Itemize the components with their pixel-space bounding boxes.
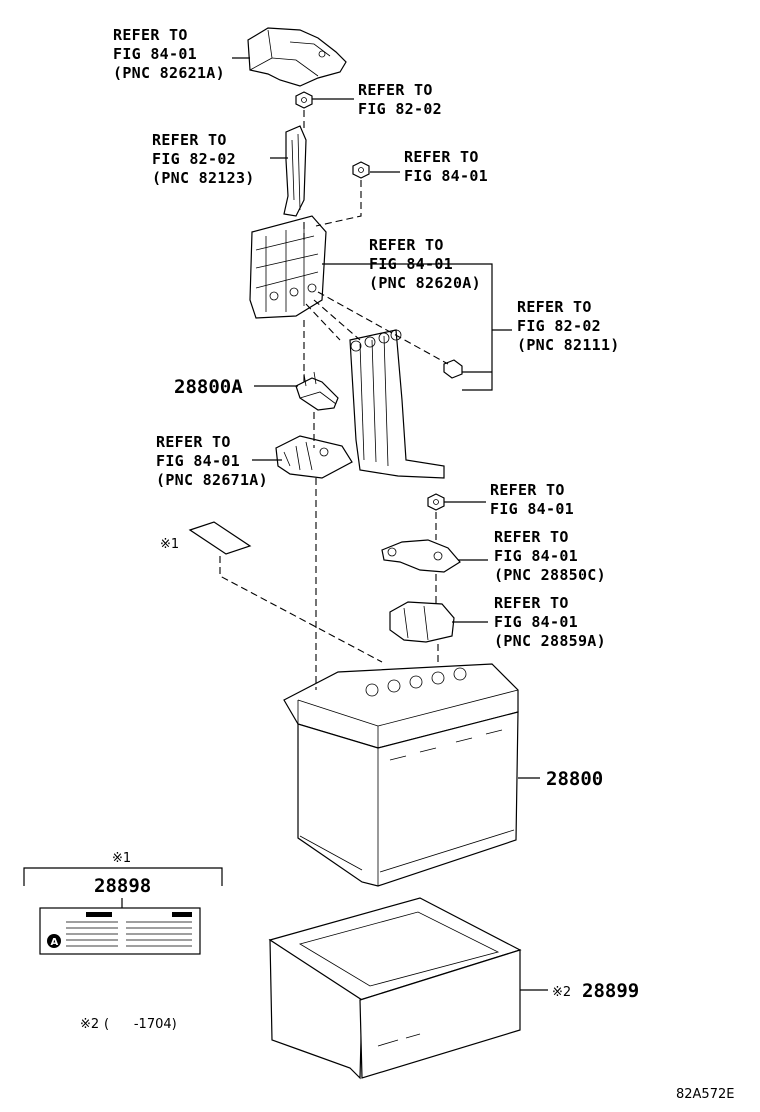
- battery-clamp-part: [295, 371, 339, 411]
- callout-line: (PNC 82671A): [156, 471, 268, 489]
- callout-refer-28850c: REFER TO FIG 84-01 (PNC 28850C): [494, 528, 606, 584]
- callout-refer-82111: REFER TO FIG 82-02 (PNC 82111): [517, 298, 620, 354]
- callout-refer-84-01-nut: REFER TO FIG 84-01: [404, 148, 488, 185]
- callout-line: FIG 84-01: [404, 167, 488, 185]
- callout-refer-82621a: REFER TO FIG 84-01 (PNC 82621A): [113, 26, 225, 82]
- part-number-28800a: 28800A: [174, 376, 243, 398]
- callout-line: FIG 82-02: [517, 317, 601, 335]
- label-sheet-part: [188, 521, 252, 555]
- callout-line: FIG 84-01: [156, 452, 240, 470]
- callout-refer-84-01-terminal-nut: REFER TO FIG 84-01: [490, 481, 574, 518]
- callout-line: (PNC 28859A): [494, 632, 606, 650]
- footnote-range: ( -1704): [104, 1017, 177, 1032]
- note-mark-2: ※2: [552, 985, 571, 1000]
- positive-terminal-part: [381, 539, 461, 573]
- nut-part-right: [352, 161, 370, 179]
- callout-line: FIG 82-02: [152, 150, 236, 168]
- part-number-28899: 28899: [582, 980, 639, 1002]
- callout-refer-82620a: REFER TO FIG 84-01 (PNC 82620A): [369, 236, 481, 292]
- warning-symbol-letter: A: [51, 937, 59, 948]
- battery-part: [283, 663, 519, 887]
- callout-refer-82-02-top: REFER TO FIG 82-02: [358, 81, 442, 118]
- footnote-mark: ※2: [80, 1017, 99, 1032]
- callout-line: FIG 84-01: [113, 45, 197, 63]
- part-number-28898: 28898: [94, 875, 151, 897]
- terminal-bracket-part: [275, 435, 353, 479]
- part-number-28800: 28800: [546, 768, 603, 790]
- callout-line: (PNC 82111): [517, 336, 620, 354]
- callout-line: REFER TO: [152, 131, 227, 149]
- warning-symbol-icon: [47, 934, 61, 948]
- callout-line: (PNC 82621A): [113, 64, 225, 82]
- callout-refer-82671a: REFER TO FIG 84-01 (PNC 82671A): [156, 433, 268, 489]
- nut-part-top: [295, 91, 313, 109]
- label-detail-box: ※1 28898 A: [23, 851, 223, 955]
- callout-line: FIG 84-01: [490, 500, 574, 518]
- leader-lines: [232, 57, 548, 991]
- label-box-mark: ※1: [112, 851, 131, 866]
- nut-part-harness: [443, 359, 463, 379]
- figure-code: 82A572E: [676, 1087, 734, 1102]
- callout-line: FIG 84-01: [494, 547, 578, 565]
- callout-line: FIG 84-01: [369, 255, 453, 273]
- fusible-cable-part: [283, 125, 307, 217]
- callout-refer-82123: REFER TO FIG 82-02 (PNC 82123): [152, 131, 255, 187]
- callout-line: REFER TO: [156, 433, 231, 451]
- callout-line: REFER TO: [369, 236, 444, 254]
- callout-line: REFER TO: [494, 528, 569, 546]
- callout-line: REFER TO: [490, 481, 565, 499]
- callout-line: REFER TO: [358, 81, 433, 99]
- terminal-cap-part: [389, 601, 455, 643]
- callout-line: (PNC 82123): [152, 169, 255, 187]
- terminal-cover-part: [247, 27, 347, 87]
- callout-line: REFER TO: [404, 148, 479, 166]
- callout-line: FIG 82-02: [358, 100, 442, 118]
- callout-refer-28859a: REFER TO FIG 84-01 (PNC 28859A): [494, 594, 606, 650]
- note-mark-1: ※1: [160, 537, 179, 552]
- fuse-block-part: [249, 215, 327, 319]
- battery-tray-part: [268, 897, 522, 1080]
- callout-line: FIG 84-01: [494, 613, 578, 631]
- callout-line: REFER TO: [517, 298, 592, 316]
- callout-line: (PNC 82620A): [369, 274, 481, 292]
- callout-line: REFER TO: [494, 594, 569, 612]
- callout-line: REFER TO: [113, 26, 188, 44]
- callout-line: (PNC 28850C): [494, 566, 606, 584]
- wire-harness-part: [349, 329, 445, 479]
- nut-part-terminal: [427, 493, 445, 511]
